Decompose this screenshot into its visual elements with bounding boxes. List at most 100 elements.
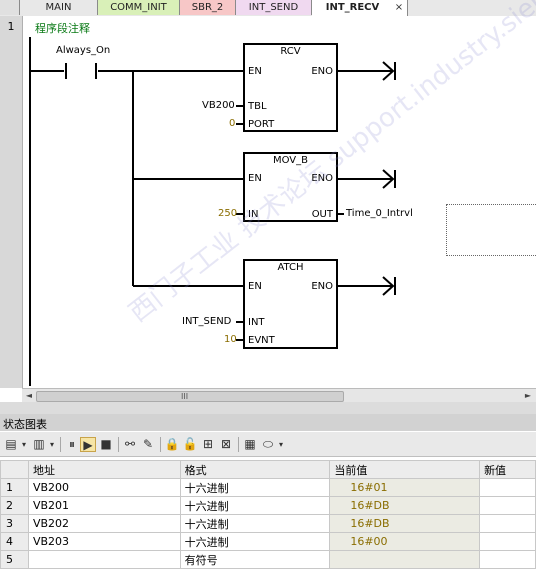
new-value-cell[interactable] — [479, 532, 536, 551]
rcv-tbl-operand[interactable]: VB200 — [202, 100, 235, 111]
toolbar-separator — [60, 437, 61, 452]
rcv-port-operand[interactable]: 0 — [229, 118, 236, 129]
table-row[interactable]: 1 VB200 十六进制 16#01 — [0, 478, 536, 497]
table-row[interactable]: 4 VB203 十六进制 16#00 — [0, 532, 536, 551]
atch-en-pin: EN — [248, 281, 262, 292]
current-value-cell: 16#00 — [329, 532, 481, 551]
insert-row-icon[interactable]: ▤ — [5, 437, 17, 451]
pencil-write-icon[interactable]: ✎ — [142, 437, 154, 451]
toolbar-separator — [118, 437, 119, 452]
status-chart-titlebar — [0, 414, 536, 431]
read-values-icon[interactable]: ⚯ — [124, 437, 136, 451]
atch-eno-pin: ENO — [311, 281, 333, 292]
chevron-down-icon[interactable]: ▾ — [21, 440, 26, 449]
selection-frame — [446, 204, 536, 256]
delete-row-icon[interactable]: ▥ — [33, 437, 45, 451]
contact-label[interactable]: Always_On — [56, 45, 111, 56]
movb-in-pin: IN — [248, 209, 259, 220]
unforce-lock-icon[interactable]: 🔓 — [182, 437, 198, 451]
atch-int-operand[interactable]: INT_SEND — [182, 316, 232, 327]
row-number: 2 — [0, 496, 29, 515]
toolbar-separator — [238, 437, 239, 452]
row-number: 4 — [0, 532, 29, 551]
tab-int-send[interactable]: INT_SEND — [236, 0, 312, 15]
start-monitoring-icon[interactable]: ▶ — [80, 437, 96, 452]
network-gutter — [0, 16, 23, 388]
tag-display-icon[interactable]: ⬭ — [262, 437, 274, 451]
atch-evnt-pin: EVNT — [248, 335, 275, 346]
movb-eno-pin: ENO — [311, 173, 333, 184]
tab-scroll-area — [0, 0, 20, 15]
atch-block[interactable]: ATCH EN ENO INT EVNT — [243, 259, 338, 349]
tab-comm-init[interactable]: COMM_INIT — [98, 0, 180, 15]
movb-title: MOV_B — [272, 155, 309, 166]
rcv-en-pin: EN — [248, 66, 262, 77]
scroll-left-icon[interactable]: ◄ — [25, 391, 33, 400]
network-number: 1 — [7, 20, 15, 33]
force-lock-icon[interactable]: 🔒 — [164, 437, 180, 451]
pause-trend-icon[interactable]: ⏸ — [68, 437, 75, 451]
chevron-down-icon[interactable]: ▾ — [278, 440, 283, 449]
scroll-thumb[interactable]: III — [36, 391, 344, 402]
row-number: 5 — [0, 550, 29, 569]
chevron-down-icon[interactable]: ▾ — [49, 440, 54, 449]
atch-evnt-operand[interactable]: 10 — [224, 334, 237, 345]
address-cell[interactable]: VB202 — [27, 514, 181, 533]
movb-block[interactable]: MOV_B EN ENO IN OUT — [243, 152, 338, 222]
address-cell[interactable] — [27, 550, 181, 569]
new-value-cell[interactable] — [479, 550, 536, 569]
table-row[interactable]: 5 有符号 — [0, 550, 536, 569]
trend-chart-icon[interactable]: ▦ — [244, 437, 256, 451]
format-cell[interactable]: 十六进制 — [179, 496, 331, 515]
current-value-cell: 16#DB — [329, 496, 481, 515]
new-value-cell[interactable] — [479, 514, 536, 533]
table-row[interactable]: 2 VB201 十六进制 16#DB — [0, 496, 536, 515]
row-number: 3 — [0, 514, 29, 533]
new-value-cell[interactable] — [479, 478, 536, 497]
row-number: 1 — [0, 478, 29, 497]
col-header-address[interactable]: 地址 — [27, 460, 181, 479]
tab-main[interactable]: MAIN — [20, 0, 98, 15]
format-cell[interactable]: 十六进制 — [179, 532, 331, 551]
col-header-current-value[interactable]: 当前值 — [329, 460, 481, 479]
atch-int-pin: INT — [248, 317, 265, 328]
scroll-right-icon[interactable]: ► — [524, 391, 532, 400]
table-header-row: 地址 格式 当前值 新值 — [0, 460, 536, 479]
current-value-cell: 16#01 — [329, 478, 481, 497]
new-value-cell[interactable] — [479, 496, 536, 515]
rcv-port-pin: PORT — [248, 119, 275, 130]
col-header-rownum — [0, 460, 29, 479]
rcv-title: RCV — [280, 46, 301, 57]
close-tab-icon[interactable]: × — [394, 2, 404, 13]
col-header-format[interactable]: 格式 — [179, 460, 331, 479]
col-header-new-value[interactable]: 新值 — [479, 460, 536, 479]
unforce-all-icon[interactable]: ⊞ — [202, 437, 214, 451]
rcv-block[interactable]: RCV EN ENO TBL PORT — [243, 43, 338, 132]
format-cell[interactable]: 十六进制 — [179, 514, 331, 533]
address-cell[interactable]: VB203 — [27, 532, 181, 551]
stop-monitoring-icon[interactable]: ■ — [100, 437, 112, 451]
pane-splitter[interactable] — [0, 402, 536, 414]
format-cell[interactable]: 有符号 — [179, 550, 331, 569]
address-cell[interactable]: VB201 — [27, 496, 181, 515]
ladder-wires — [29, 37, 396, 386]
movb-en-pin: EN — [248, 173, 262, 184]
movb-in-operand[interactable]: 250 — [218, 208, 238, 219]
rcv-eno-pin: ENO — [311, 66, 333, 77]
horizontal-scrollbar[interactable]: ◄ III ► — [22, 388, 536, 403]
movb-out-operand[interactable]: Time_0_Intrvl — [346, 208, 413, 219]
status-chart-title: 状态图表 — [3, 418, 47, 431]
tab-bar: MAIN COMM_INIT SBR_2 INT_SEND INT_RECV × — [0, 0, 536, 17]
status-table: 地址 格式 当前值 新值 1 VB200 十六进制 16#01 2 VB201 … — [0, 460, 536, 569]
current-value-cell: 16#DB — [329, 514, 481, 533]
address-cell[interactable]: VB200 — [27, 478, 181, 497]
atch-title: ATCH — [277, 262, 304, 273]
tab-int-recv[interactable]: INT_RECV — [312, 0, 408, 16]
scroll-grip-icon: III — [181, 392, 189, 401]
network-comment[interactable]: 程序段注释 — [35, 22, 90, 35]
read-forced-icon[interactable]: ⊠ — [220, 437, 232, 451]
format-cell[interactable]: 十六进制 — [179, 478, 331, 497]
tab-sbr-2[interactable]: SBR_2 — [180, 0, 236, 15]
current-value-cell — [329, 550, 481, 569]
table-row[interactable]: 3 VB202 十六进制 16#DB — [0, 514, 536, 533]
